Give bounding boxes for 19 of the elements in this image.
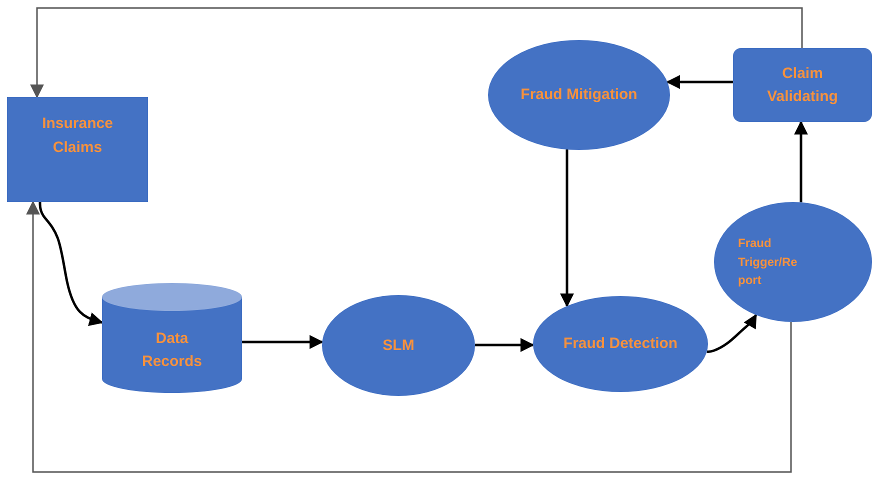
database-cylinder [102,283,242,393]
arrow [26,200,792,473]
arrow [30,7,803,98]
arrow [475,338,534,352]
node-label: Fraud Detection [563,334,678,354]
node-label: Data Records [140,328,204,372]
arrow [38,202,104,326]
node-label: Insurance Claims [41,114,114,158]
arrow [560,150,574,308]
node-label: Fraud Mitigation [520,85,638,106]
node-label: SLM [382,336,414,356]
arrow [242,335,324,349]
arrow [706,314,758,354]
node-label: Fraud Trigger/Re port [738,235,798,290]
process-box [733,48,872,122]
arrow [666,75,733,89]
arrow [794,120,808,202]
node-label: Claim Validating [766,64,839,107]
process-box [7,97,148,202]
